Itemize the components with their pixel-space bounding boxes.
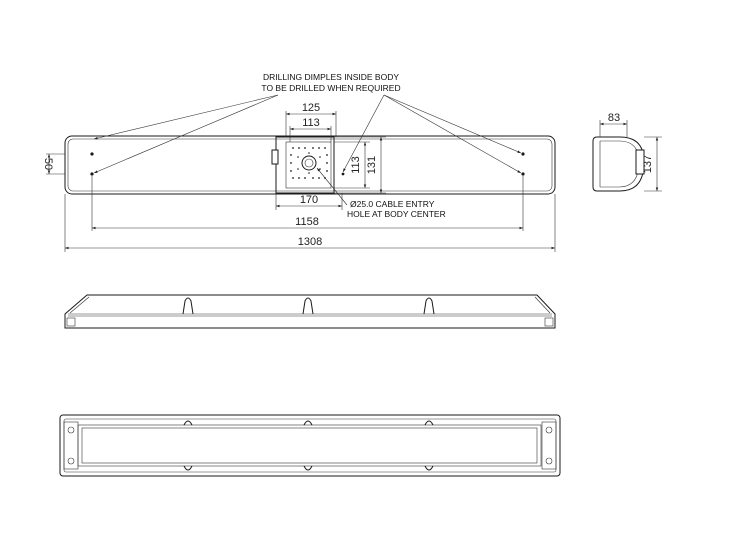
dimple-center — [341, 172, 345, 176]
bottom-view-outline — [59, 414, 561, 477]
terminal-holes — [290, 147, 328, 179]
dim-137 — [644, 136, 662, 192]
end-view-outline — [592, 136, 645, 192]
dimples-note-line1: DRILLING DIMPLES INSIDE BODY — [263, 72, 399, 82]
bottom-view-clips — [183, 420, 434, 471]
dim-83-label: 83 — [608, 112, 620, 124]
side-clip-left — [271, 149, 279, 165]
bottom-view-channel — [77, 424, 542, 467]
dim-1308-label: 1308 — [298, 236, 322, 248]
dim-113-top-label: 113 — [302, 117, 320, 129]
dim-113-top — [289, 126, 332, 142]
dim-83 — [599, 120, 628, 137]
terminal-box-outer — [275, 136, 335, 194]
end-cap-right — [541, 421, 557, 470]
body-outline — [64, 135, 556, 195]
dim-1158-label: 1158 — [295, 216, 319, 228]
cable-note-line1: Ø25.0 CABLE ENTRY — [350, 199, 435, 209]
dim-125 — [285, 111, 337, 137]
dim-131-label: 131 — [366, 156, 378, 174]
cable-note-line2: HOLE AT BODY CENTER — [347, 209, 446, 219]
top-view: 125 113 50 113 131 170 1158 1308 DRILLIN… — [42, 72, 556, 252]
dim-170-label: 170 — [300, 194, 318, 206]
dim-1158 — [91, 176, 524, 231]
dim-50 — [46, 153, 65, 175]
dimple-right-upper — [521, 152, 525, 156]
dim-113-side — [334, 141, 370, 189]
dimple-right-lower — [521, 172, 525, 176]
cable-entry-hole — [301, 155, 317, 171]
dimple-left-lower — [90, 172, 94, 176]
dimple-leaders — [93, 94, 522, 174]
bottom-view — [59, 414, 561, 477]
side-bump-3 — [423, 297, 435, 315]
dimples-note-line2: TO BE DRILLED WHEN REQUIRED — [261, 83, 400, 93]
end-cap-left — [63, 421, 79, 470]
side-view — [64, 294, 556, 329]
dimple-left-upper — [90, 152, 94, 156]
side-bump-2 — [302, 297, 314, 315]
end-view: 83 137 — [592, 112, 662, 192]
terminal-box — [271, 136, 335, 194]
cable-entry-hole-inner — [304, 158, 314, 168]
body-inner-outline — [67, 138, 553, 192]
side-foot-right — [544, 317, 554, 327]
terminal-box-plate — [285, 141, 332, 189]
dim-125-label: 125 — [302, 102, 320, 114]
side-foot-left — [66, 317, 76, 327]
dim-170 — [275, 193, 343, 210]
dim-50-label: 50 — [42, 158, 54, 170]
dim-131 — [334, 136, 386, 194]
end-view-clip — [635, 149, 645, 175]
side-view-outline — [64, 294, 556, 329]
dim-113-side-label: 113 — [350, 156, 362, 174]
dim-1308 — [64, 194, 556, 252]
end-view-inner — [600, 140, 640, 188]
dim-137-label: 137 — [642, 155, 654, 173]
side-bump-1 — [182, 297, 194, 315]
